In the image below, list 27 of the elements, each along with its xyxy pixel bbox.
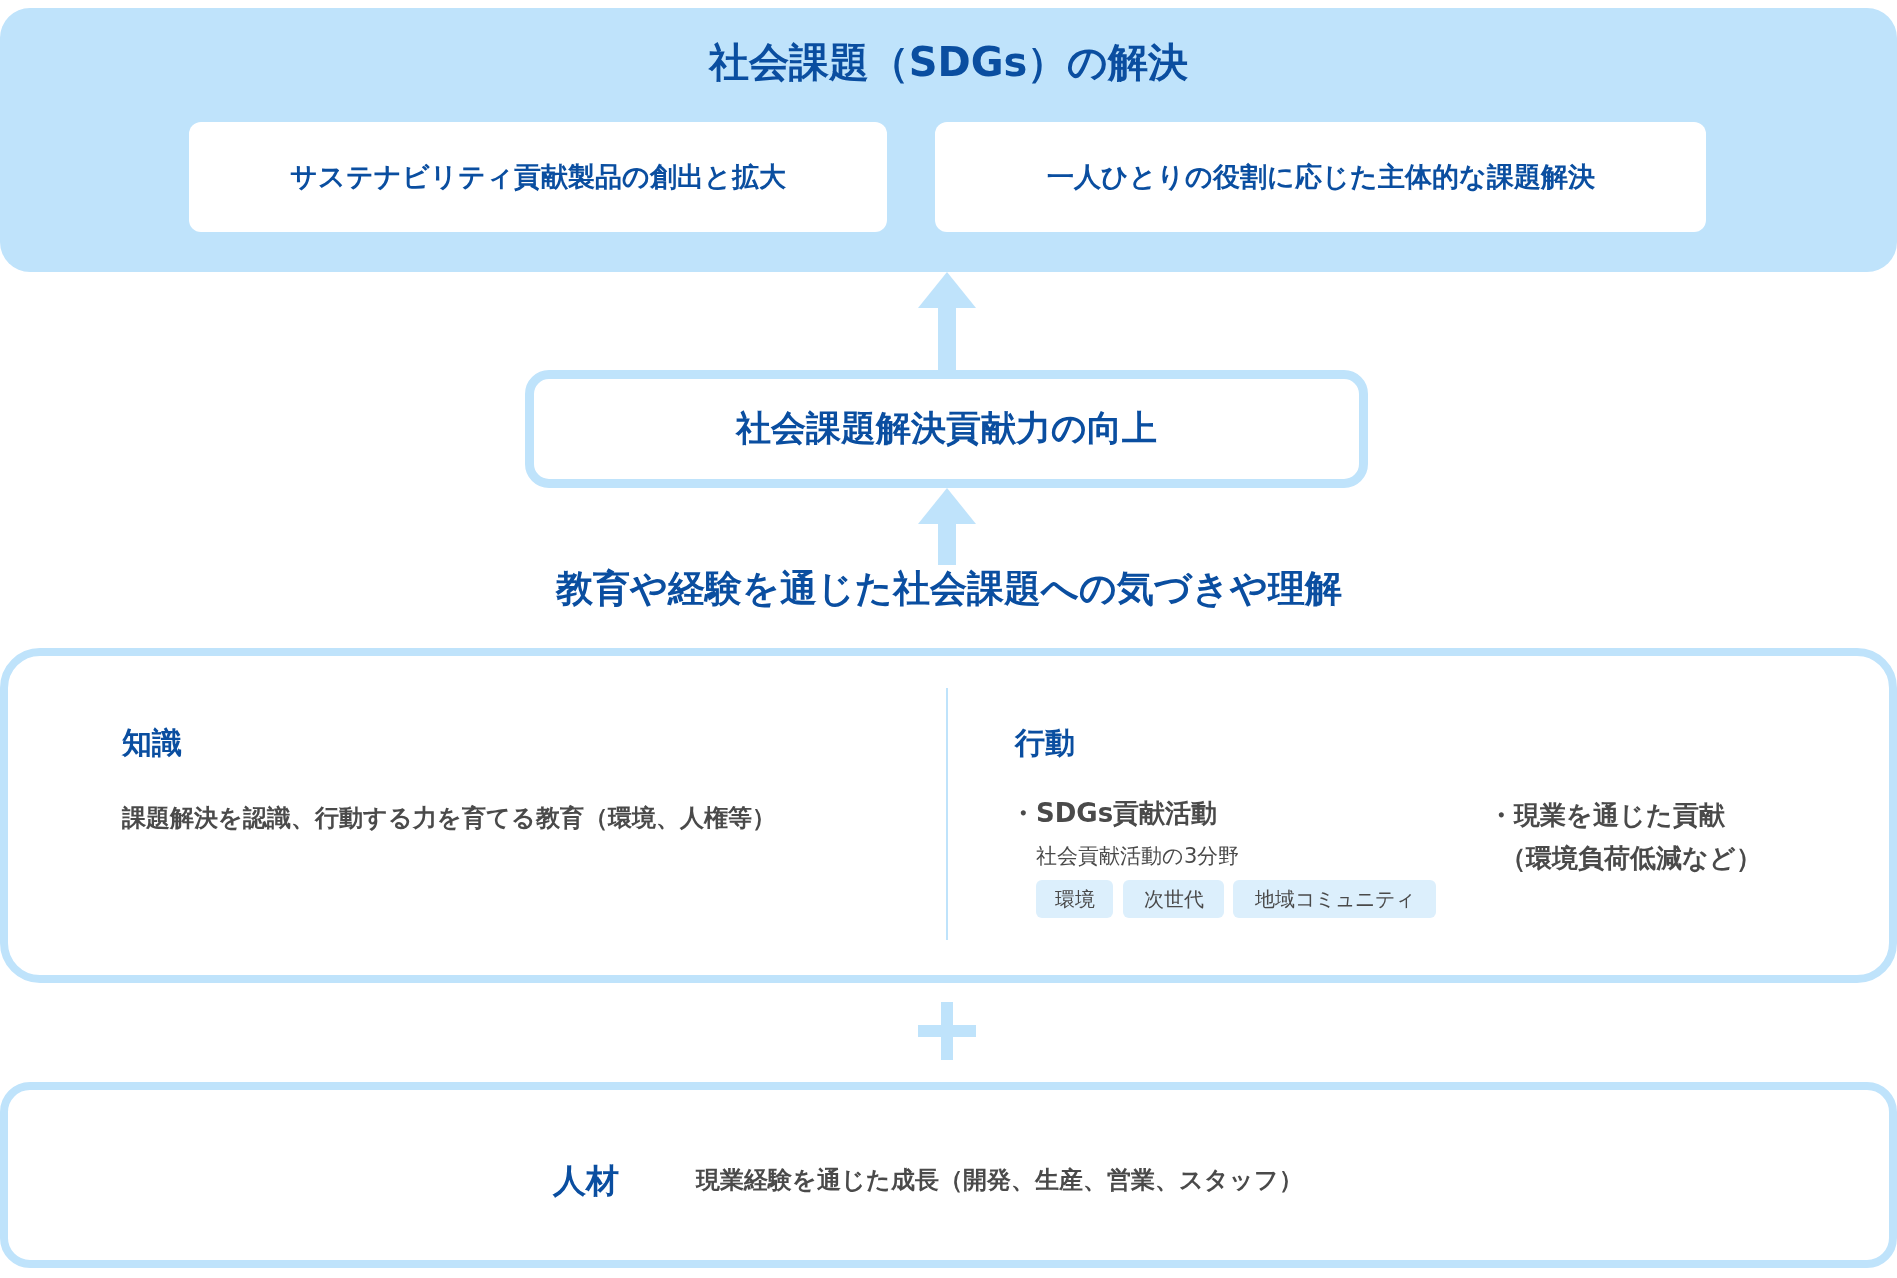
tag-label: 次世代 — [1143, 886, 1204, 912]
goal-box — [935, 122, 1706, 232]
tag-label: 環境 — [1054, 886, 1095, 912]
arrow — [918, 272, 976, 370]
row-heading: 人材 — [553, 1160, 619, 1202]
title-text: 社会課題（SDGs）の解決 — [708, 38, 1189, 87]
description-text: 現業経験を通じた成長（開発、生産、営業、スタッフ） — [696, 1165, 1303, 1196]
outcome-box — [525, 370, 1368, 488]
header-band — [0, 8, 1897, 272]
column-heading: 行動 — [1015, 724, 1075, 762]
subheading-text: 社会貢献活動の3分野 — [1036, 843, 1240, 870]
category-tag — [1233, 880, 1436, 918]
category-tag — [1123, 880, 1224, 918]
description-text: 課題解決を認識、行動する力を育てる教育（環境、人権等） — [122, 803, 776, 834]
box-label: 社会課題解決貢献力の向上 — [736, 407, 1157, 451]
box-label: サステナビリティ貢献製品の創出と拡大 — [290, 160, 786, 195]
bullet-item: ・現業を通じた貢献 — [1488, 799, 1725, 832]
arrow — [918, 488, 976, 565]
goal-box — [189, 122, 887, 232]
bullet-item: ・SDGs貢献活動 — [1010, 797, 1218, 830]
section-heading: 教育や経験を通じた社会課題への気づきや理解 — [555, 566, 1342, 612]
resource-box — [0, 1082, 1897, 1268]
column-heading: 知識 — [122, 724, 182, 762]
category-tag — [1036, 880, 1113, 918]
box-label: 一人ひとりの役割に応じた主体的な課題解決 — [1046, 160, 1595, 195]
tag-label: 地域コミュニティ — [1254, 886, 1415, 912]
bullet-note: （環境負荷低減など） — [1500, 842, 1762, 875]
